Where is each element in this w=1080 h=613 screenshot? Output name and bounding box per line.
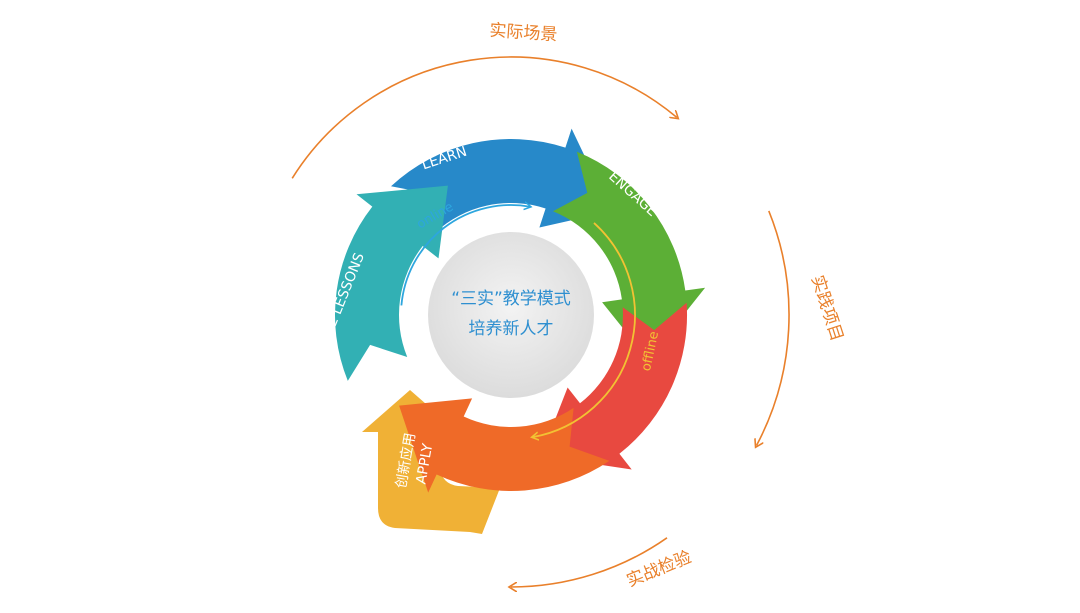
segment-engage-arrow xyxy=(553,151,706,360)
outer-label-test: 实战检验 xyxy=(624,547,695,591)
online-arc-arrow xyxy=(400,205,530,306)
segment-core-arrow xyxy=(334,185,448,381)
outer-label-project: 实践项目 xyxy=(807,273,847,344)
outer-arc-scene-arrow xyxy=(291,56,677,179)
segment-learn-arrow xyxy=(391,128,611,234)
outer-arc-test-arrow xyxy=(511,537,668,587)
center-title: “三实”教学模式 xyxy=(451,289,571,309)
center-circle xyxy=(428,232,594,398)
center-subtitle: 培养新人才 xyxy=(469,319,554,339)
offline-arc-arrow xyxy=(533,222,636,437)
segment-apply-arrow xyxy=(540,302,688,470)
outer-arc-project-arrow xyxy=(757,210,790,446)
segment-create-en-text: APPLY xyxy=(413,442,436,486)
outer-label-scene: 实际场景 xyxy=(489,21,558,46)
segment-assess-arrow xyxy=(399,398,610,493)
